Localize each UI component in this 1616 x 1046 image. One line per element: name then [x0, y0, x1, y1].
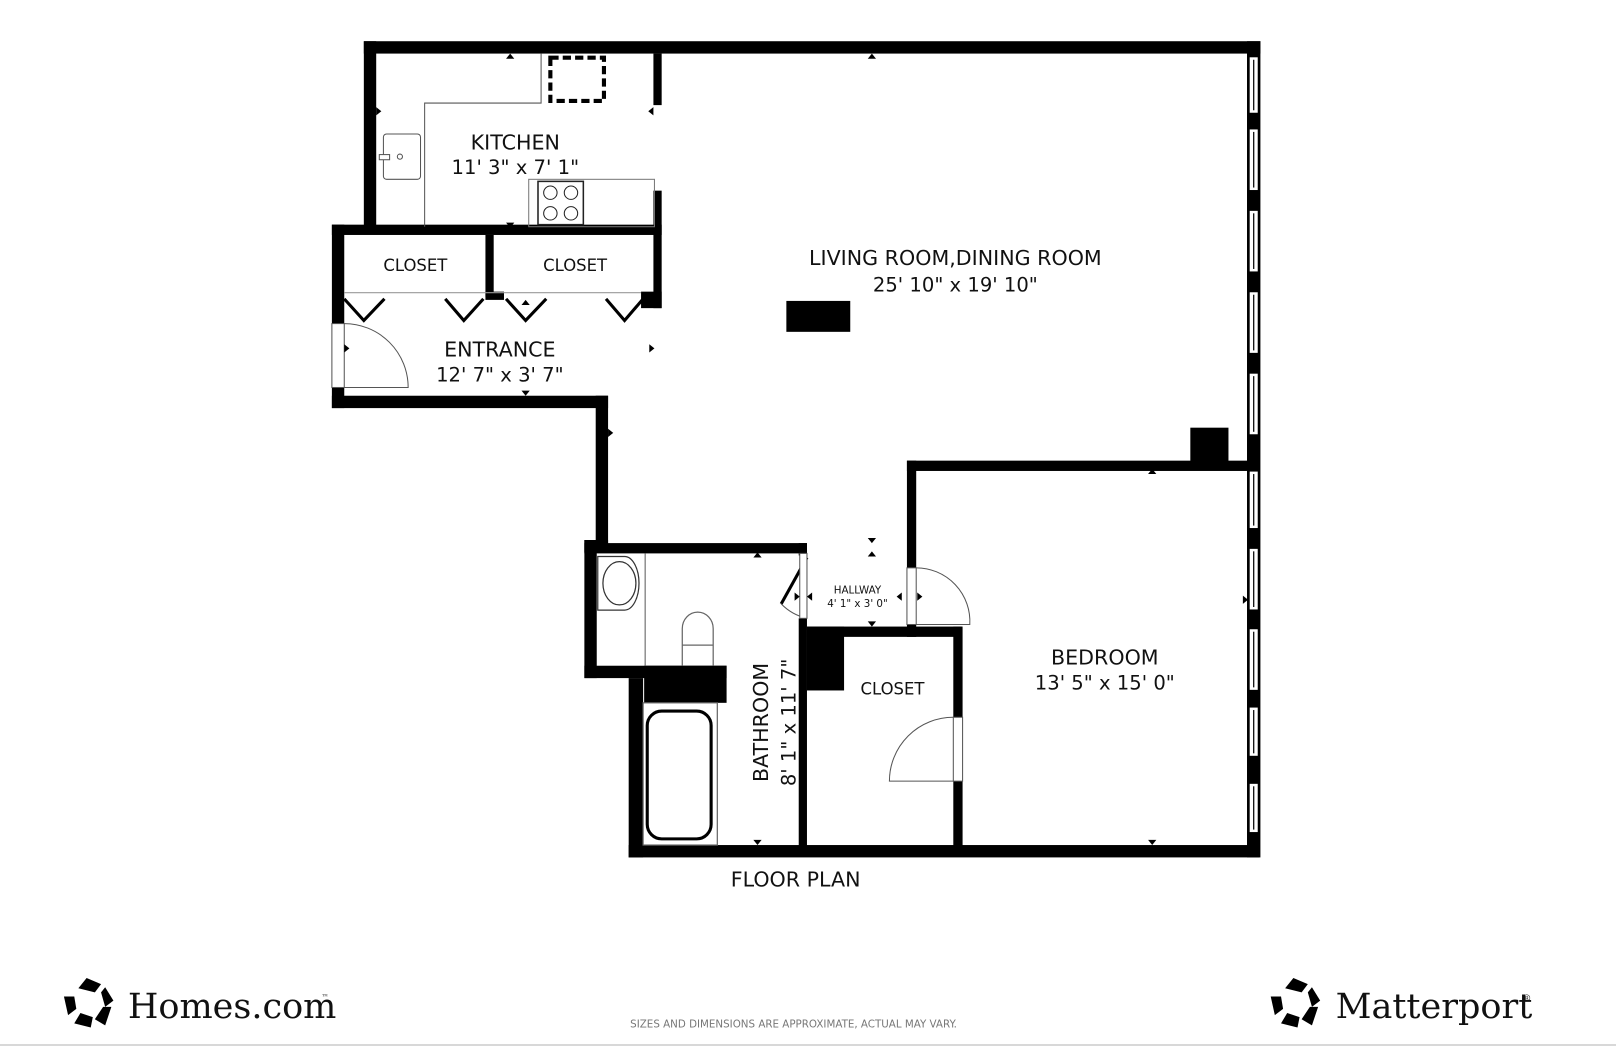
homes-logo-text: Homes.com	[128, 986, 337, 1027]
walls	[331, 41, 1261, 858]
floor-plan-title: FLOOR PLAN	[731, 867, 861, 891]
footer-divider	[0, 1044, 1616, 1046]
sink-icon	[597, 555, 640, 611]
living-room-label: LIVING ROOM,DINING ROOM	[809, 246, 1102, 270]
bedroom-label: BEDROOM	[1051, 646, 1159, 670]
homes-trademark: ™	[322, 993, 329, 1002]
closet-label-2: CLOSET	[543, 256, 608, 275]
homes-star-icon	[63, 977, 114, 1028]
closet-doors	[343, 292, 645, 323]
kitchen-label: KITCHEN	[471, 130, 560, 154]
hallway-label: HALLWAY	[834, 585, 882, 597]
hallway-dims: 4' 1" x 3' 0"	[827, 598, 888, 610]
closet-label-1: CLOSET	[383, 256, 448, 275]
stove-icon	[537, 180, 585, 226]
bathroom-dims: 8' 1" x 11' 7"	[778, 659, 801, 787]
disclaimer-text: SIZES AND DIMENSIONS ARE APPROXIMATE, AC…	[630, 1018, 957, 1030]
matterport-logo-text: Matterport	[1336, 986, 1533, 1027]
living-room-dims: 25' 10" x 19' 10"	[873, 274, 1038, 297]
homes-logo: Homes.com ™	[63, 977, 337, 1028]
matterport-logo: Matterport ®	[1270, 977, 1533, 1028]
closet-label-3: CLOSET	[861, 680, 926, 699]
fridge-icon	[548, 55, 607, 104]
entrance-dims: 12' 7" x 3' 7"	[436, 363, 564, 386]
toilet-icon	[681, 611, 714, 666]
bathroom-fixtures	[597, 553, 718, 846]
kitchen-dims: 11' 3" x 7' 1"	[452, 156, 580, 179]
kitchen-fixtures	[378, 53, 655, 228]
bathtub-icon	[645, 709, 713, 841]
room-labels: KITCHEN 11' 3" x 7' 1" CLOSET CLOSET ENT…	[383, 130, 1174, 1030]
bedroom-dims: 13' 5" x 15' 0"	[1035, 671, 1175, 694]
doors	[331, 323, 971, 782]
matterport-star-icon	[1270, 977, 1321, 1028]
windows	[1248, 56, 1259, 834]
entrance-label: ENTRANCE	[444, 338, 555, 362]
matterport-registered: ®	[1522, 994, 1531, 1005]
bathroom-label: BATHROOM	[749, 663, 773, 782]
dimension-markers	[344, 53, 1249, 846]
